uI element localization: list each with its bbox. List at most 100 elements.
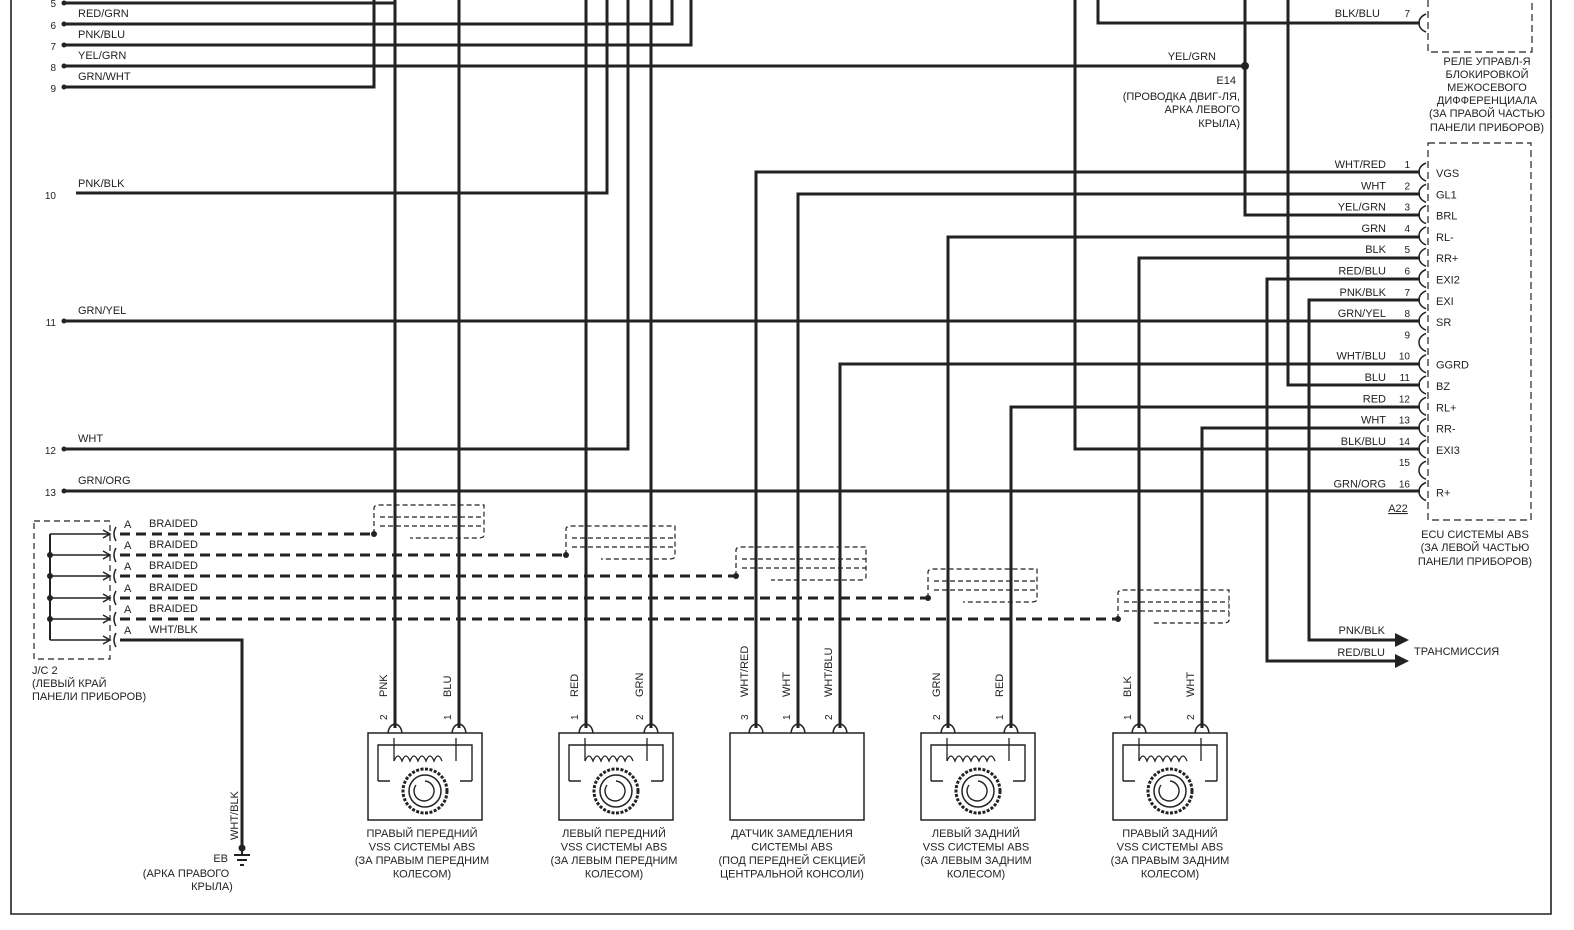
ecu-wire-label: WHT/RED (1335, 159, 1386, 171)
ecu-signal-label: VGS (1436, 168, 1459, 180)
ecu-wire-label: WHT (1361, 415, 1386, 427)
sensor-body (367, 732, 483, 821)
sensor-pin-contact (1131, 723, 1147, 734)
relay-wire-label: BLK/BLU (1335, 8, 1380, 20)
left-pin-num: 5 (50, 0, 56, 10)
ecu-pin-contact (1418, 396, 1427, 416)
ecu-signal-label: BZ (1436, 381, 1450, 393)
ecu-wire-label: BLK/BLU (1341, 436, 1386, 448)
ecu-signal-label: RR- (1436, 424, 1456, 436)
sensor-pin-num: 2 (1186, 714, 1197, 720)
left-pin-dots (61, 0, 67, 494)
ecu-pin-num: 6 (1404, 267, 1410, 278)
ecu-signal-label: BRL (1436, 211, 1457, 223)
wire-label: GRN/WHT (78, 71, 131, 83)
jc2-wire: BRAIDED (149, 539, 198, 551)
jc2-nodes (47, 552, 53, 622)
sensor-wire-label: GRN (634, 673, 646, 698)
ecu-pin-num: 4 (1404, 224, 1410, 235)
e14-wire-label: YEL/GRN (1168, 51, 1216, 63)
ecu-pin-contact (1418, 226, 1427, 246)
sensor-coil (393, 755, 443, 763)
rotation-arrow-icon (1158, 780, 1180, 802)
jc2-caption-line: (ЛЕВЫЙ КРАЙ (32, 677, 107, 690)
rotation-arrow-icon (413, 780, 435, 802)
ecu-signal-label: R+ (1436, 488, 1450, 500)
jc2-pin: A (124, 604, 132, 616)
sensor-rotor-inner (961, 774, 995, 808)
sensor-caption-line: (ЗА ЛЕВЫМ ЗАДНИМ (920, 855, 1031, 867)
ecu-wire-label: WHT (1361, 180, 1386, 192)
ground-caption: (АРКА ПРАВОГО КРЫЛА) (143, 868, 233, 893)
sensor-pin-num: 2 (932, 714, 943, 720)
sensor-leads (946, 738, 1010, 761)
relay-box (1427, 0, 1533, 53)
left-pin-num: 6 (50, 21, 56, 32)
sensor-wires (393, 0, 1420, 728)
ecu-pin-num: 1 (1404, 160, 1410, 171)
ecu-pin-num: 12 (1399, 394, 1411, 405)
jc2-wire: WHT/BLK (149, 624, 199, 636)
ecu-wire-label: GRN (1362, 223, 1387, 235)
ecu-pin-contact (1418, 439, 1427, 459)
jc2-caption-line: J/C 2 (32, 665, 58, 677)
jc2-pin: A (124, 540, 132, 552)
sensor-body (1112, 732, 1228, 821)
jc2-wire: BRAIDED (149, 582, 198, 594)
ecu-pin-contact (1418, 268, 1427, 289)
transmission-label: ТРАНСМИССИЯ (1414, 646, 1499, 658)
sensor-pin-num: 2 (379, 714, 390, 720)
ecu-pin-contact (1418, 375, 1427, 395)
ecu-pin-contact (1418, 460, 1427, 480)
ecu-wire-label: RED (1363, 393, 1386, 405)
jc2-pin: A (124, 625, 132, 637)
ground-wire-label: WHT/BLK (229, 790, 241, 840)
rotation-arrow-icon (966, 780, 988, 802)
ecu-ref: A22 (1388, 503, 1408, 515)
sensor-pin-contact (578, 723, 594, 734)
left-pin-num: 13 (45, 488, 57, 499)
sensor-wire-label: WHT (1185, 672, 1197, 697)
braided-ends (371, 531, 1121, 622)
sensor-wire-label: WHT/BLU (823, 647, 835, 697)
sensor-pin-contact (940, 723, 956, 734)
ecu-wire-label: WHT/BLU (1337, 351, 1387, 363)
ecu-signal-label: GGRD (1436, 360, 1469, 372)
sensor-pin-num: 1 (782, 714, 793, 720)
sensor-pin-contact (832, 723, 848, 734)
jc2-stubs (50, 526, 117, 648)
ecu-signal-label: RL- (1436, 232, 1454, 244)
ecu-wire-label: RED/BLU (1338, 266, 1386, 278)
sensor-caption-line: КОЛЕСОМ) (393, 869, 451, 881)
sensor-pin-num: 3 (740, 714, 751, 720)
ecu-pin-num: 16 (1399, 480, 1411, 491)
sensor-pin-num: 1 (1123, 714, 1134, 720)
left-pin-num: 10 (45, 191, 57, 202)
sensor-leads (393, 738, 457, 761)
wire-label: PNK/BLK (78, 178, 125, 190)
ecu-pin-contact (1418, 354, 1427, 374)
ecu-signal-label: EXI (1436, 296, 1454, 308)
sensor-rotor-icon (1146, 767, 1194, 815)
ground-node (238, 844, 246, 852)
ecu-pin-num: 13 (1399, 416, 1411, 427)
sensor-rotor-inner (408, 774, 442, 808)
sensor-pin-contact (1194, 723, 1210, 734)
jc2-caption-line: ПАНЕЛИ ПРИБОРОВ) (32, 691, 146, 703)
rotation-arrow-icon (604, 780, 626, 802)
sensor-body (920, 732, 1036, 821)
e14-label: E14 (1216, 75, 1236, 87)
ecu-pin-num: 14 (1399, 437, 1411, 448)
sensor-pin-num: 2 (635, 714, 646, 720)
sensor-caption-line: (ЗА ПРАВЫМ ЗАДНИМ (1111, 855, 1230, 867)
splice-e14 (1241, 62, 1249, 70)
sensor-wire-label: PNK (378, 674, 390, 697)
jc2-box (33, 520, 111, 660)
sensor-caption-line: VSS СИСТЕМЫ ABS (923, 842, 1030, 854)
sensor-caption-line: ЦЕНТРАЛЬНОЙ КОНСОЛИ) (720, 868, 864, 881)
ecu-pin-contact (1418, 162, 1427, 182)
ecu-pin-contact (1418, 183, 1427, 203)
sensor-caption-line: VSS СИСТЕМЫ ABS (1117, 842, 1224, 854)
